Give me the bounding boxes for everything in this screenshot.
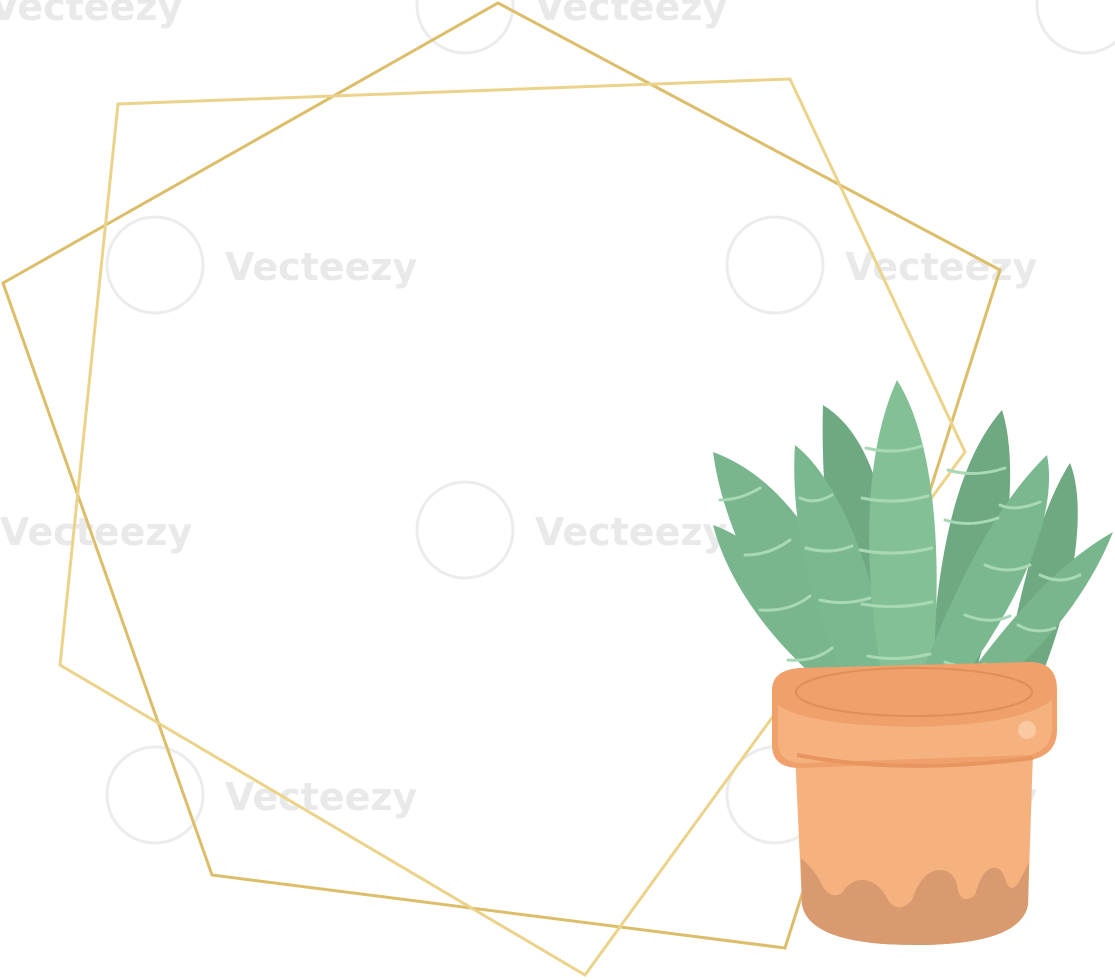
watermark-text: Vecteezy bbox=[225, 245, 417, 289]
pot-rim-highlight bbox=[778, 700, 1052, 763]
leaf-stripes bbox=[718, 444, 1082, 669]
watermark-text: Vecteezy bbox=[0, 0, 182, 29]
pot-bottom-drip bbox=[801, 858, 1029, 945]
frame-outer-pentagon bbox=[1, 1, 1002, 950]
pot-rim-shadow bbox=[796, 753, 1034, 768]
leaf bbox=[965, 532, 1113, 690]
watermark-text: Vecteezy bbox=[845, 245, 1037, 289]
leaf bbox=[869, 380, 937, 695]
potted-succulent bbox=[713, 380, 1113, 945]
watermark-text: Vecteezy bbox=[535, 510, 727, 554]
leaf bbox=[915, 455, 1050, 695]
pot-rim-shine bbox=[1018, 721, 1036, 739]
pot-opening bbox=[795, 667, 1033, 717]
watermark-text: Vecteezy bbox=[535, 0, 727, 29]
watermark-text: Vecteezy bbox=[225, 775, 417, 819]
flower-pot bbox=[772, 662, 1057, 945]
leaf bbox=[794, 445, 890, 690]
